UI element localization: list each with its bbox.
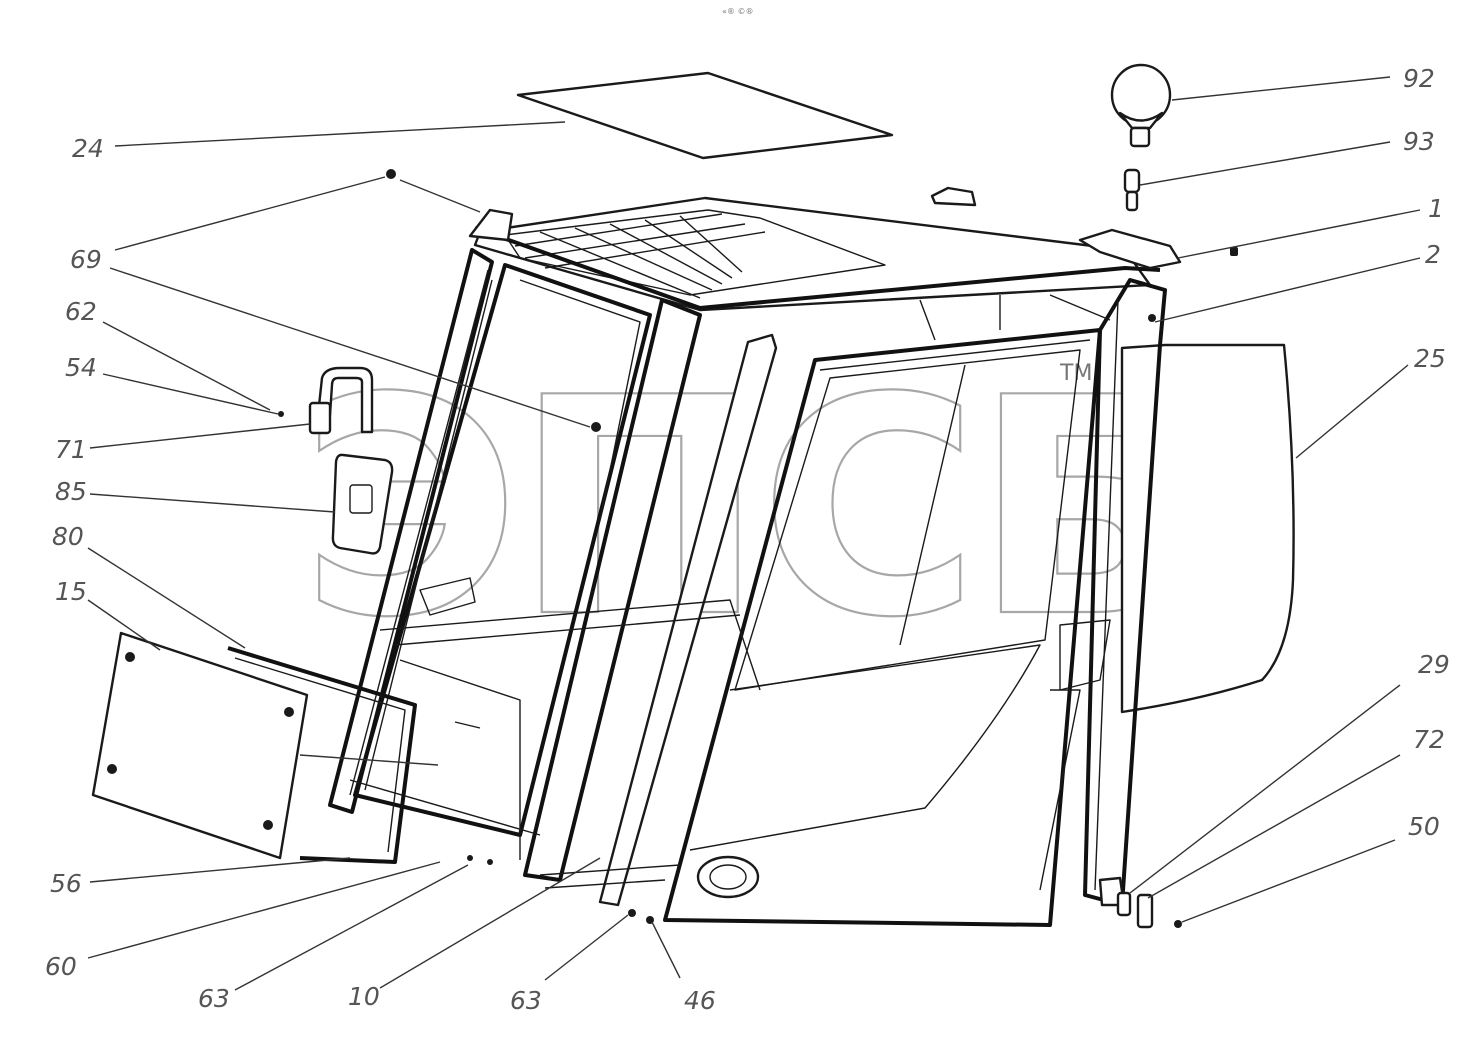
callout-69: 69	[70, 245, 102, 274]
part-93-beacon-holder	[1123, 168, 1141, 212]
callout-93: 93	[1403, 127, 1435, 156]
callout-56: 56	[50, 869, 82, 898]
callout-80: 80	[52, 522, 84, 551]
part-15-side-panel	[91, 631, 309, 860]
callout-24: 24	[72, 134, 104, 163]
callout-54: 54	[65, 353, 97, 382]
callout-60: 60	[45, 952, 77, 981]
callout-63-right: 63	[510, 986, 542, 1015]
part-24-roof-glass	[516, 71, 894, 160]
callout-10: 10	[348, 982, 380, 1011]
part-85-mirror	[331, 453, 394, 555]
part-25-rear-glass	[1120, 343, 1295, 714]
callout-63-left: 63	[198, 984, 230, 1013]
cab-frame	[328, 186, 1182, 927]
part-92-beacon-lamp	[1110, 63, 1172, 148]
callout-92: 92	[1403, 64, 1435, 93]
callout-71: 71	[55, 435, 87, 464]
callout-50: 50	[1408, 812, 1440, 841]
part-71-mirror-arm	[308, 366, 374, 435]
callout-1: 1	[1428, 194, 1444, 223]
part-80-seal	[227, 646, 417, 864]
callout-85: 85	[55, 477, 87, 506]
header-mark: «® ©®	[722, 7, 753, 16]
callout-15: 15	[55, 577, 87, 606]
leader-lines	[87, 76, 1421, 991]
callout-29: 29	[1418, 650, 1450, 679]
fasteners	[278, 169, 1238, 929]
callout-72: 72	[1413, 725, 1445, 754]
callout-62: 62	[65, 297, 97, 326]
callout-46: 46	[684, 986, 716, 1015]
callout-labels: 92 93 1 2 25 24 69 62 54 71 85 80 15 56 …	[45, 64, 1450, 1015]
callout-2: 2	[1425, 240, 1441, 269]
callout-25: 25	[1414, 344, 1446, 373]
